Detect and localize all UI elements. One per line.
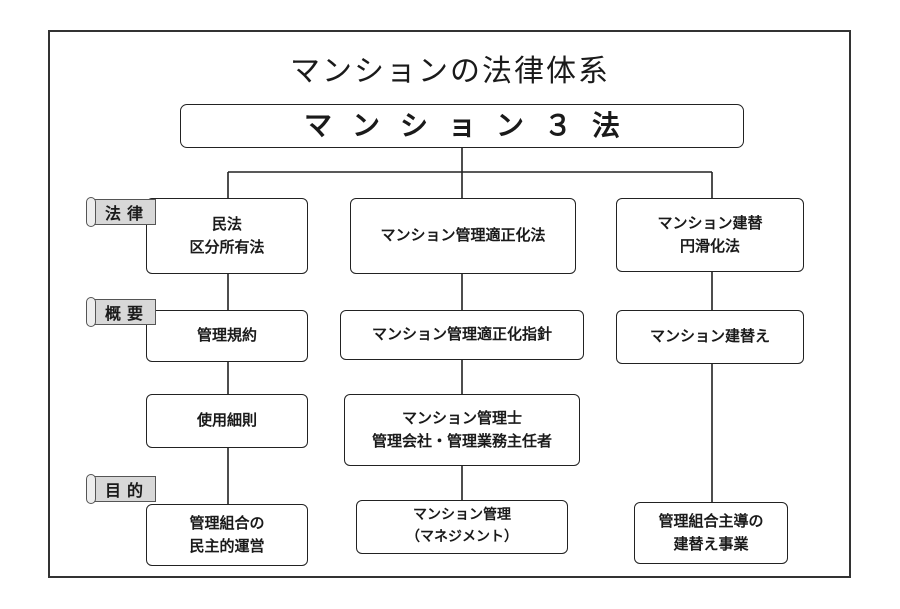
label-law: 法律 — [92, 199, 156, 225]
scroll-curl-icon — [86, 474, 96, 504]
left-overview1-box: 管理規約 — [146, 310, 308, 362]
label-purpose-scroll: 目的 — [82, 474, 160, 506]
label-purpose: 目的 — [92, 476, 156, 502]
label-law-scroll: 法律 — [82, 197, 160, 229]
left-overview2-box: 使用細則 — [146, 394, 308, 448]
center-overview2-box: マンション管理士 管理会社・管理業務主任者 — [344, 394, 580, 466]
scroll-curl-icon — [86, 297, 96, 327]
diagram-frame — [48, 30, 851, 578]
scroll-curl-icon — [86, 197, 96, 227]
main-law-box: マンション３法 — [180, 104, 744, 148]
right-purpose-box: 管理組合主導の 建替え事業 — [634, 502, 788, 564]
left-purpose-box: 管理組合の 民主的運営 — [146, 504, 308, 566]
right-law-box: マンション建替 円滑化法 — [616, 198, 804, 272]
right-overview1-box: マンション建替え — [616, 310, 804, 364]
center-overview1-box: マンション管理適正化指針 — [340, 310, 584, 360]
label-overview-scroll: 概要 — [82, 297, 160, 329]
center-law-box: マンション管理適正化法 — [350, 198, 576, 274]
diagram-title: マンションの法律体系 — [290, 54, 610, 89]
left-law-box: 民法 区分所有法 — [146, 198, 308, 274]
center-purpose-box: マンション管理 （マネジメント） — [356, 500, 568, 554]
label-overview: 概要 — [92, 299, 156, 325]
